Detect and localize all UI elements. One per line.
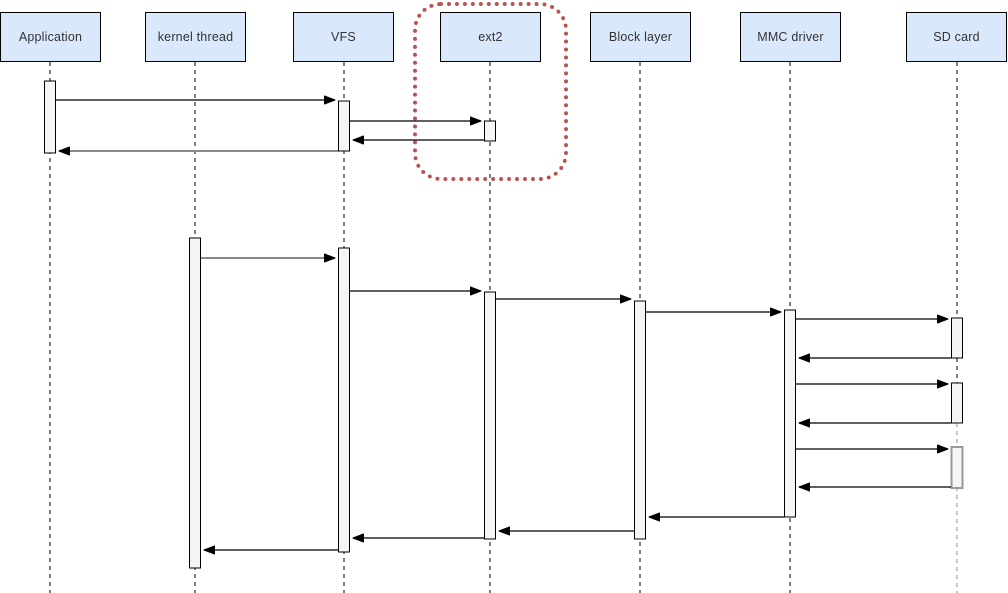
actor-application: Application	[0, 12, 101, 62]
lifelines-group	[49, 62, 958, 593]
actor-mmc-driver: MMC driver	[740, 12, 841, 62]
messages-group	[56, 95, 951, 555]
activation-vfs-1	[338, 100, 350, 152]
actor-block-layer: Block layer	[590, 12, 691, 62]
actor-label-vfs: VFS	[331, 30, 356, 44]
actor-label-sd-card: SD card	[933, 30, 980, 44]
activation-sd-card-2	[951, 382, 963, 424]
activation-ext2-2	[484, 291, 496, 540]
actor-sd-card: SD card	[906, 12, 1007, 62]
actor-vfs: VFS	[293, 12, 394, 62]
actor-kernel-thread: kernel thread	[145, 12, 246, 62]
activation-mmc-driver	[784, 309, 796, 518]
activation-block-layer	[634, 300, 646, 540]
activations-group	[44, 80, 964, 569]
actor-label-mmc-driver: MMC driver	[757, 30, 824, 44]
actor-label-ext2: ext2	[478, 30, 503, 44]
actor-ext2: ext2	[440, 12, 541, 62]
actor-label-application: Application	[18, 30, 83, 44]
activation-kernel-thread	[189, 237, 201, 569]
activation-ext2-1	[484, 120, 496, 142]
activation-vfs-2	[338, 247, 350, 553]
actor-label-kernel-thread: kernel thread	[157, 30, 234, 44]
actor-label-block-layer: Block layer	[608, 30, 673, 44]
activation-sd-card-3	[950, 446, 964, 489]
activation-application	[44, 80, 56, 154]
activation-sd-card-1	[951, 317, 963, 359]
